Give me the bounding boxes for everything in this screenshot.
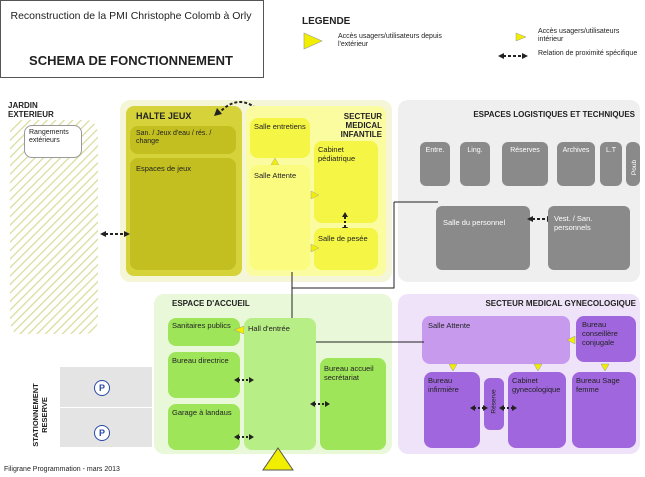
room-entre-label: Entre. <box>425 147 445 154</box>
infirmiere-access-icon <box>448 363 458 372</box>
directrice-hall-relation <box>234 377 254 383</box>
room-ling: Ling. <box>460 142 490 186</box>
reserve-cabinet-relation <box>499 405 517 411</box>
jardin-hatched-area <box>10 120 98 334</box>
cabinet-gyneco-access-icon <box>533 363 543 372</box>
infirmiere-reserve-relation <box>470 405 488 411</box>
garage-landaus-box: Garage à landaus <box>168 404 240 450</box>
infantile-label: SECTEUR MEDICAL INFANTILE <box>340 112 382 139</box>
hall-entree-box: Hall d'entrée <box>244 318 316 450</box>
bureau-infirmiere-box: Bureau infirmière <box>424 372 480 448</box>
san-box: San. / Jeux d'eau / rés. / change <box>130 126 236 154</box>
garage-hall-relation <box>234 434 254 440</box>
bureau-sage-femme-box: Bureau Sage femme <box>572 372 636 448</box>
salle-pesee-label: Salle de pesée <box>318 234 368 243</box>
legend-heading: LEGENDE <box>302 16 351 27</box>
pesee-access-icon <box>310 243 320 253</box>
room-archives: Archives <box>557 142 595 186</box>
parking-icon-1: P <box>94 380 110 396</box>
parking-label: STATIONNEMENT RESERVE <box>31 383 49 447</box>
bureau-sage-femme-label: Bureau Sage femme <box>576 376 620 394</box>
room-reserves-label: Réserves <box>510 147 540 154</box>
room-lt-label: L.T <box>605 147 617 154</box>
vestiaires-label: Vest. / San. personnels <box>554 214 593 232</box>
bureau-accueil-label: Bureau accueil secrétariat <box>324 364 374 382</box>
hall-entree-label: Hall d'entrée <box>248 324 290 333</box>
main-entrance-icon <box>262 447 294 471</box>
halte-jeux-label: HALTE JEUX <box>136 111 192 121</box>
rangements-label: Rangements extérieurs <box>29 129 69 144</box>
sanitaires-box: Sanitaires publics <box>168 318 240 346</box>
legend-exterior-text: Accès usagers/utilisateurs depuis l'exté… <box>338 33 442 48</box>
room-lt: L.T <box>600 142 622 186</box>
conseillere-access-icon <box>566 335 576 345</box>
exterior-access-icon <box>303 32 323 50</box>
accueil-label: ESPACE D'ACCUEIL <box>172 299 250 308</box>
bureau-accueil-box: Bureau accueil secrétariat <box>320 358 386 450</box>
garage-landaus-label: Garage à landaus <box>172 408 232 417</box>
salle-entretiens-box: Salle entretiens <box>250 118 310 158</box>
salle-personnel-box: Salle du personnel <box>436 206 530 270</box>
footer-credit: Filigrane Programmation - mars 2013 <box>4 466 120 473</box>
room-ling-label: Ling. <box>467 147 483 154</box>
hall-accueil-relation <box>310 401 330 407</box>
interior-access-icon <box>515 32 527 42</box>
salle-attente-infantile-label: Salle Attente <box>254 171 297 180</box>
cabinet-pediatrique-label: Cabinet pédiatrique <box>318 145 356 163</box>
room-archives-label: Archives <box>562 147 590 154</box>
legend-interior-text: Accès usagers/utilisateurs intérieur <box>538 28 620 43</box>
cabinet-gyneco-box: Cabinet gynecologique <box>508 372 566 448</box>
salle-personnel-label: Salle du personnel <box>443 218 506 227</box>
san-label: San. / Jeux d'eau / rés. / change <box>136 130 212 145</box>
salle-attente-gyneco-label: Salle Attente <box>428 321 471 330</box>
parking-divider <box>60 407 152 408</box>
logistique-label: ESPACES LOGISTIQUES ET TECHNIQUES <box>473 110 635 119</box>
sanitaires-label: Sanitaires publics <box>172 321 231 330</box>
espaces-jeux-label: Espaces de jeux <box>136 164 192 173</box>
bureau-conseillere-box: Bureau conseillère conjugale <box>576 316 636 362</box>
jardin-halte-relation <box>100 231 130 237</box>
cabinet-pediatrique-box: Cabinet pédiatrique <box>314 141 378 223</box>
reserve-box: Réserve <box>484 378 504 430</box>
salle-pesee-box: Salle de pesée <box>314 228 378 270</box>
proximity-relation-icon <box>498 53 528 59</box>
jardin-label: JARDIN EXTERIEUR <box>8 101 54 119</box>
gyneco-label: SECTEUR MEDICAL GYNECOLOGIQUE <box>485 299 636 308</box>
cabinet-access-icon <box>310 190 320 200</box>
parking-icon-2: P <box>94 425 110 441</box>
legend-relation-text: Relation de proximité spécifique <box>538 50 638 57</box>
espaces-jeux-box: Espaces de jeux <box>130 158 236 270</box>
title-block: Reconstruction de la PMI Christophe Colo… <box>0 0 264 78</box>
bureau-directrice-label: Bureau directrice <box>172 356 229 365</box>
bureau-infirmiere-label: Bureau infirmière <box>428 376 459 394</box>
diagram-title: SCHEMA DE FONCTIONNEMENT <box>29 53 233 68</box>
rangements-box: Rangements extérieurs <box>24 125 82 158</box>
room-poub: Poub <box>626 142 640 186</box>
cabinet-gyneco-label: Cabinet gynecologique <box>512 376 561 394</box>
bureau-conseillere-label: Bureau conseillère conjugale <box>582 320 618 347</box>
room-entre: Entre. <box>420 142 450 186</box>
salle-entretiens-label: Salle entretiens <box>254 122 306 131</box>
vestiaires-box: Vest. / San. personnels <box>548 206 630 270</box>
salle-attente-gyneco-box: Salle Attente <box>422 316 570 364</box>
project-title: Reconstruction de la PMI Christophe Colo… <box>10 10 252 22</box>
room-reserves: Réserves <box>502 142 548 186</box>
bureau-directrice-box: Bureau directrice <box>168 352 240 398</box>
sage-femme-access-icon <box>600 363 610 372</box>
salle-attente-infantile-box: Salle Attente <box>250 165 310 270</box>
